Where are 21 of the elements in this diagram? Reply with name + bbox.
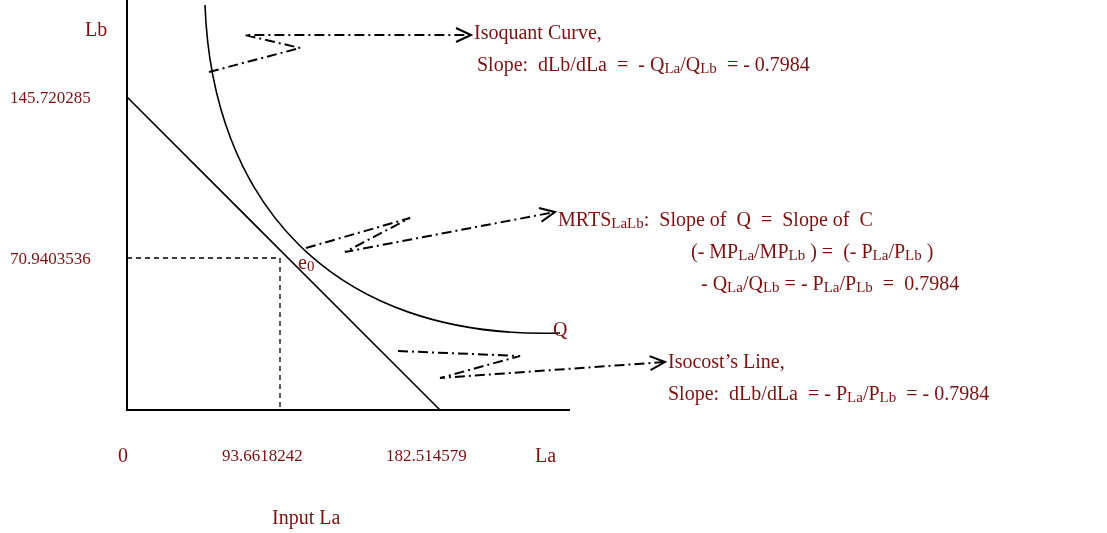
slope-formula: (- MP$_{La}$/MP$_{Lb}$ ) = (- P$_{La}$/P$_{Lb}$ ) [691, 239, 934, 265]
annotation-heading: Isoquant Curve, [474, 20, 602, 46]
tick-label: 93.6618242 [222, 446, 303, 466]
annotation-heading: Isocost’s Line, [668, 349, 785, 374]
leader-arrow [397, 350, 666, 379]
isocost-line [126, 96, 441, 411]
point-label: e$_{0}$ [298, 250, 315, 276]
curve-label: Q [553, 318, 568, 341]
tick-label: 182.514579 [386, 446, 467, 466]
slope-formula: - Q$_{La}$/Q$_{Lb}$ = - P$_{La}$/P$_{Lb}$ = 0.7984 [701, 271, 960, 297]
tick-label: 70.9403536 [10, 249, 91, 269]
slope-formula: Slope: dLb/dLa = - Q$_{La}$/Q$_{Lb}$ = - 0.7984 [477, 52, 810, 78]
leader-arrow [305, 206, 556, 253]
annotation-heading: MRTS$_{LaLb}$: Slope of Q = Slope of C [558, 207, 873, 233]
axis-title: Input La [272, 506, 341, 529]
axis-label: Lb [85, 18, 108, 41]
slope-formula: Slope: dLb/dLa = - P$_{La}$/P$_{Lb}$ = - 0.7984 [668, 381, 990, 407]
leader-arrow [208, 27, 472, 73]
tick-label: 0 [118, 444, 128, 467]
tick-label: 145.720285 [10, 88, 91, 108]
axis-label: La [535, 444, 557, 467]
